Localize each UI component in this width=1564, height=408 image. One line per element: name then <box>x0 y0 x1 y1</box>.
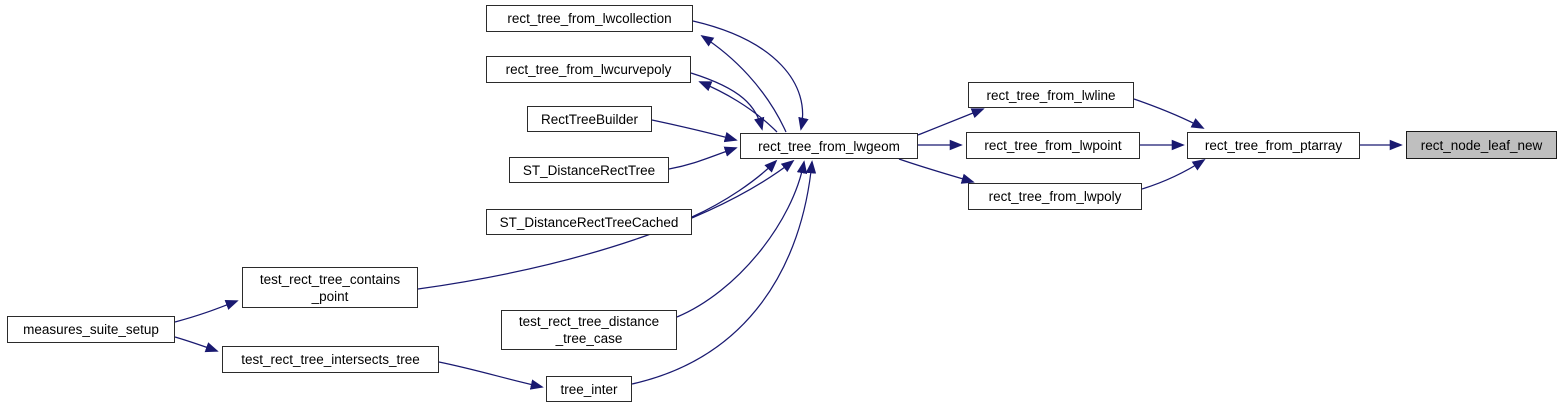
node-measures-suite-setup[interactable]: measures_suite_setup <box>7 316 175 343</box>
edge-tree-inter-to-lwgeom <box>631 160 817 385</box>
node-tree-inter[interactable]: tree_inter <box>546 376 632 402</box>
edge-test-distance-tree-case-to-lwgeom <box>676 160 808 318</box>
edge-lwgeom-to-lwline <box>917 108 985 136</box>
node-rect-tree-from-lwline[interactable]: rect_tree_from_lwline <box>968 82 1134 108</box>
edge-measures-suite-setup-to-test-contains-point <box>174 300 239 323</box>
edge-stdistancerecttreecached-to-lwgeom <box>691 159 778 218</box>
node-rect-tree-from-lwpoint[interactable]: rect_tree_from_lwpoint <box>966 132 1140 159</box>
edge-lwgeom-to-lwcollection <box>700 35 787 133</box>
node-rect-node-leaf-new: rect_node_leaf_new <box>1406 131 1557 159</box>
edge-lwgeom-to-lwcurvepoly <box>698 81 778 133</box>
node-rect-tree-from-lwgeom[interactable]: rect_tree_from_lwgeom <box>740 133 918 159</box>
edge-measures-suite-setup-to-test-intersects-tree <box>174 336 219 353</box>
edge-lwcollection-to-lwgeom <box>692 20 809 131</box>
node-recttreebuilder[interactable]: RectTreeBuilder <box>527 106 652 132</box>
node-st-distancerecttree[interactable]: ST_DistanceRectTree <box>509 157 669 183</box>
edge-recttreebuilder-to-lwgeom <box>651 119 738 143</box>
node-test-rect-tree-distance-tree-case[interactable]: test_rect_tree_distance _tree_case <box>501 310 677 350</box>
edge-test-contains-point-to-lwgeom <box>417 159 795 290</box>
edge-lwcurvepoly-to-lwgeom <box>690 72 765 131</box>
node-rect-tree-from-lwpoly[interactable]: rect_tree_from_lwpoly <box>968 183 1142 210</box>
edge-lwline-to-ptarray <box>1133 98 1205 129</box>
node-test-rect-tree-contains-point[interactable]: test_rect_tree_contains _point <box>242 267 418 308</box>
edge-lwgeom-to-lwpoly <box>898 158 975 184</box>
edge-stdistancerecttree-to-lwgeom <box>668 146 738 170</box>
node-st-distancerecttreecached[interactable]: ST_DistanceRectTreeCached <box>486 209 692 235</box>
edge-test-intersects-tree-to-tree-inter <box>438 361 544 390</box>
node-rect-tree-from-lwcollection[interactable]: rect_tree_from_lwcollection <box>486 5 693 32</box>
edge-lwpoly-to-ptarray <box>1141 159 1206 190</box>
node-rect-tree-from-lwcurvepoly[interactable]: rect_tree_from_lwcurvepoly <box>486 56 691 83</box>
node-test-rect-tree-intersects-tree[interactable]: test_rect_tree_intersects_tree <box>222 346 439 373</box>
node-rect-tree-from-ptarray[interactable]: rect_tree_from_ptarray <box>1187 132 1360 159</box>
